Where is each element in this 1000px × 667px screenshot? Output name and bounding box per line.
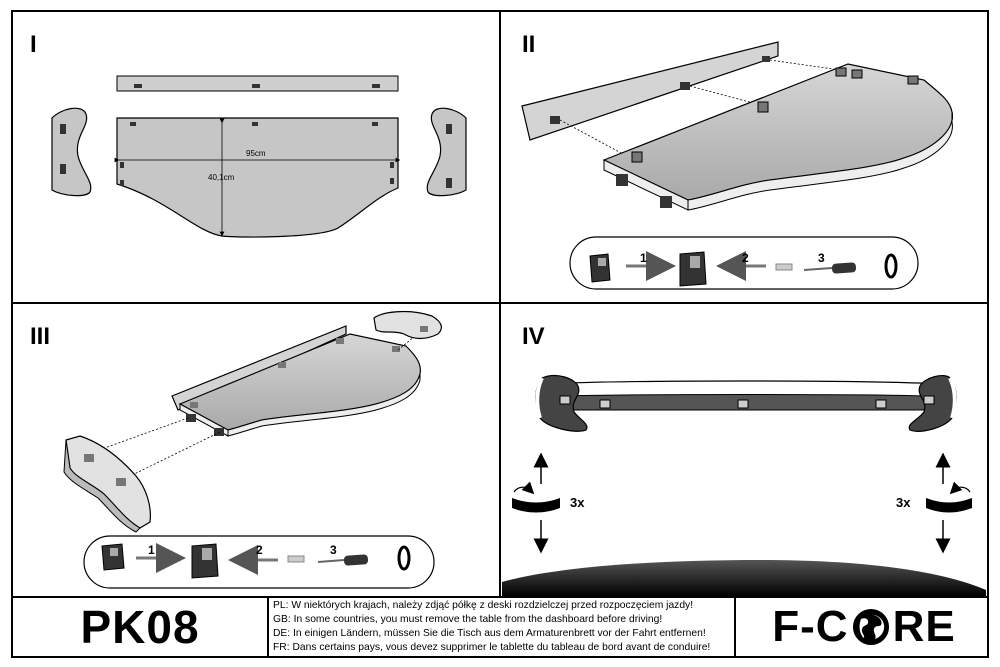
rail-clip bbox=[252, 84, 260, 88]
rotation-icon-right bbox=[926, 498, 972, 513]
warning-fr: FR: Dans certains pays, vous devez suppr… bbox=[273, 642, 711, 653]
brand-suffix: RE bbox=[892, 602, 956, 651]
screwdriver-icon bbox=[803, 267, 833, 271]
rotation-count-left: 3x bbox=[570, 495, 585, 510]
footer: PK08 PL: W niektórych krajach, należy zd… bbox=[12, 597, 988, 657]
width-dimension-label: 95cm bbox=[246, 149, 266, 158]
panel-iii: III 1 2 3 bbox=[30, 310, 442, 589]
depth-dimension-label: 40,1cm bbox=[208, 173, 235, 182]
screwdriver-icon bbox=[317, 559, 345, 563]
right-side-bracket bbox=[373, 310, 442, 340]
step-label: 3 bbox=[330, 543, 337, 557]
rotate-icon bbox=[397, 545, 411, 571]
brand-prefix: F-C bbox=[772, 602, 849, 651]
brand-logo: F-C RE bbox=[740, 597, 988, 657]
globe-icon bbox=[852, 609, 889, 645]
rotation-icon-left bbox=[512, 498, 560, 513]
front-rail bbox=[116, 75, 399, 92]
warning-de: DE: In einigen Ländern, müssen Sie die T… bbox=[273, 628, 706, 639]
rail-clip bbox=[372, 84, 380, 88]
panel-numeral-i: I bbox=[30, 31, 37, 58]
rotation-count-right: 3x bbox=[896, 495, 911, 510]
model-number: PK08 bbox=[80, 601, 200, 653]
safety-warnings: PL: W niektórych krajach, należy zdjąć p… bbox=[273, 599, 735, 655]
warning-pl: PL: W niektórych krajach, należy zdjąć p… bbox=[273, 600, 694, 611]
left-side-bracket bbox=[51, 107, 92, 197]
right-side-bracket bbox=[426, 107, 467, 197]
rail-clip bbox=[134, 84, 142, 88]
step-label: 2 bbox=[256, 543, 263, 557]
rotate-icon bbox=[884, 253, 898, 279]
step-label: 1 bbox=[640, 251, 647, 265]
panel-numeral-iii: III bbox=[30, 323, 50, 350]
dashboard-surface bbox=[502, 560, 986, 596]
panel-ii: II 1 2 3 bbox=[521, 31, 953, 290]
step-label: 1 bbox=[148, 543, 155, 557]
shelf-plate bbox=[116, 117, 399, 238]
step-label: 3 bbox=[818, 251, 825, 265]
screw-icon bbox=[287, 555, 305, 563]
screw-icon bbox=[775, 263, 793, 271]
panel-numeral-iv: IV bbox=[522, 323, 545, 350]
front-rail bbox=[521, 41, 779, 141]
warning-gb: GB: In some countries, you must remove t… bbox=[273, 614, 663, 625]
step-label: 2 bbox=[742, 251, 749, 265]
panel-i: I 95cm 40,1cm bbox=[30, 31, 467, 238]
clip-icon bbox=[101, 543, 125, 571]
panel-numeral-ii: II bbox=[522, 31, 535, 58]
panel-iv: IV 3x 3x bbox=[502, 323, 986, 596]
